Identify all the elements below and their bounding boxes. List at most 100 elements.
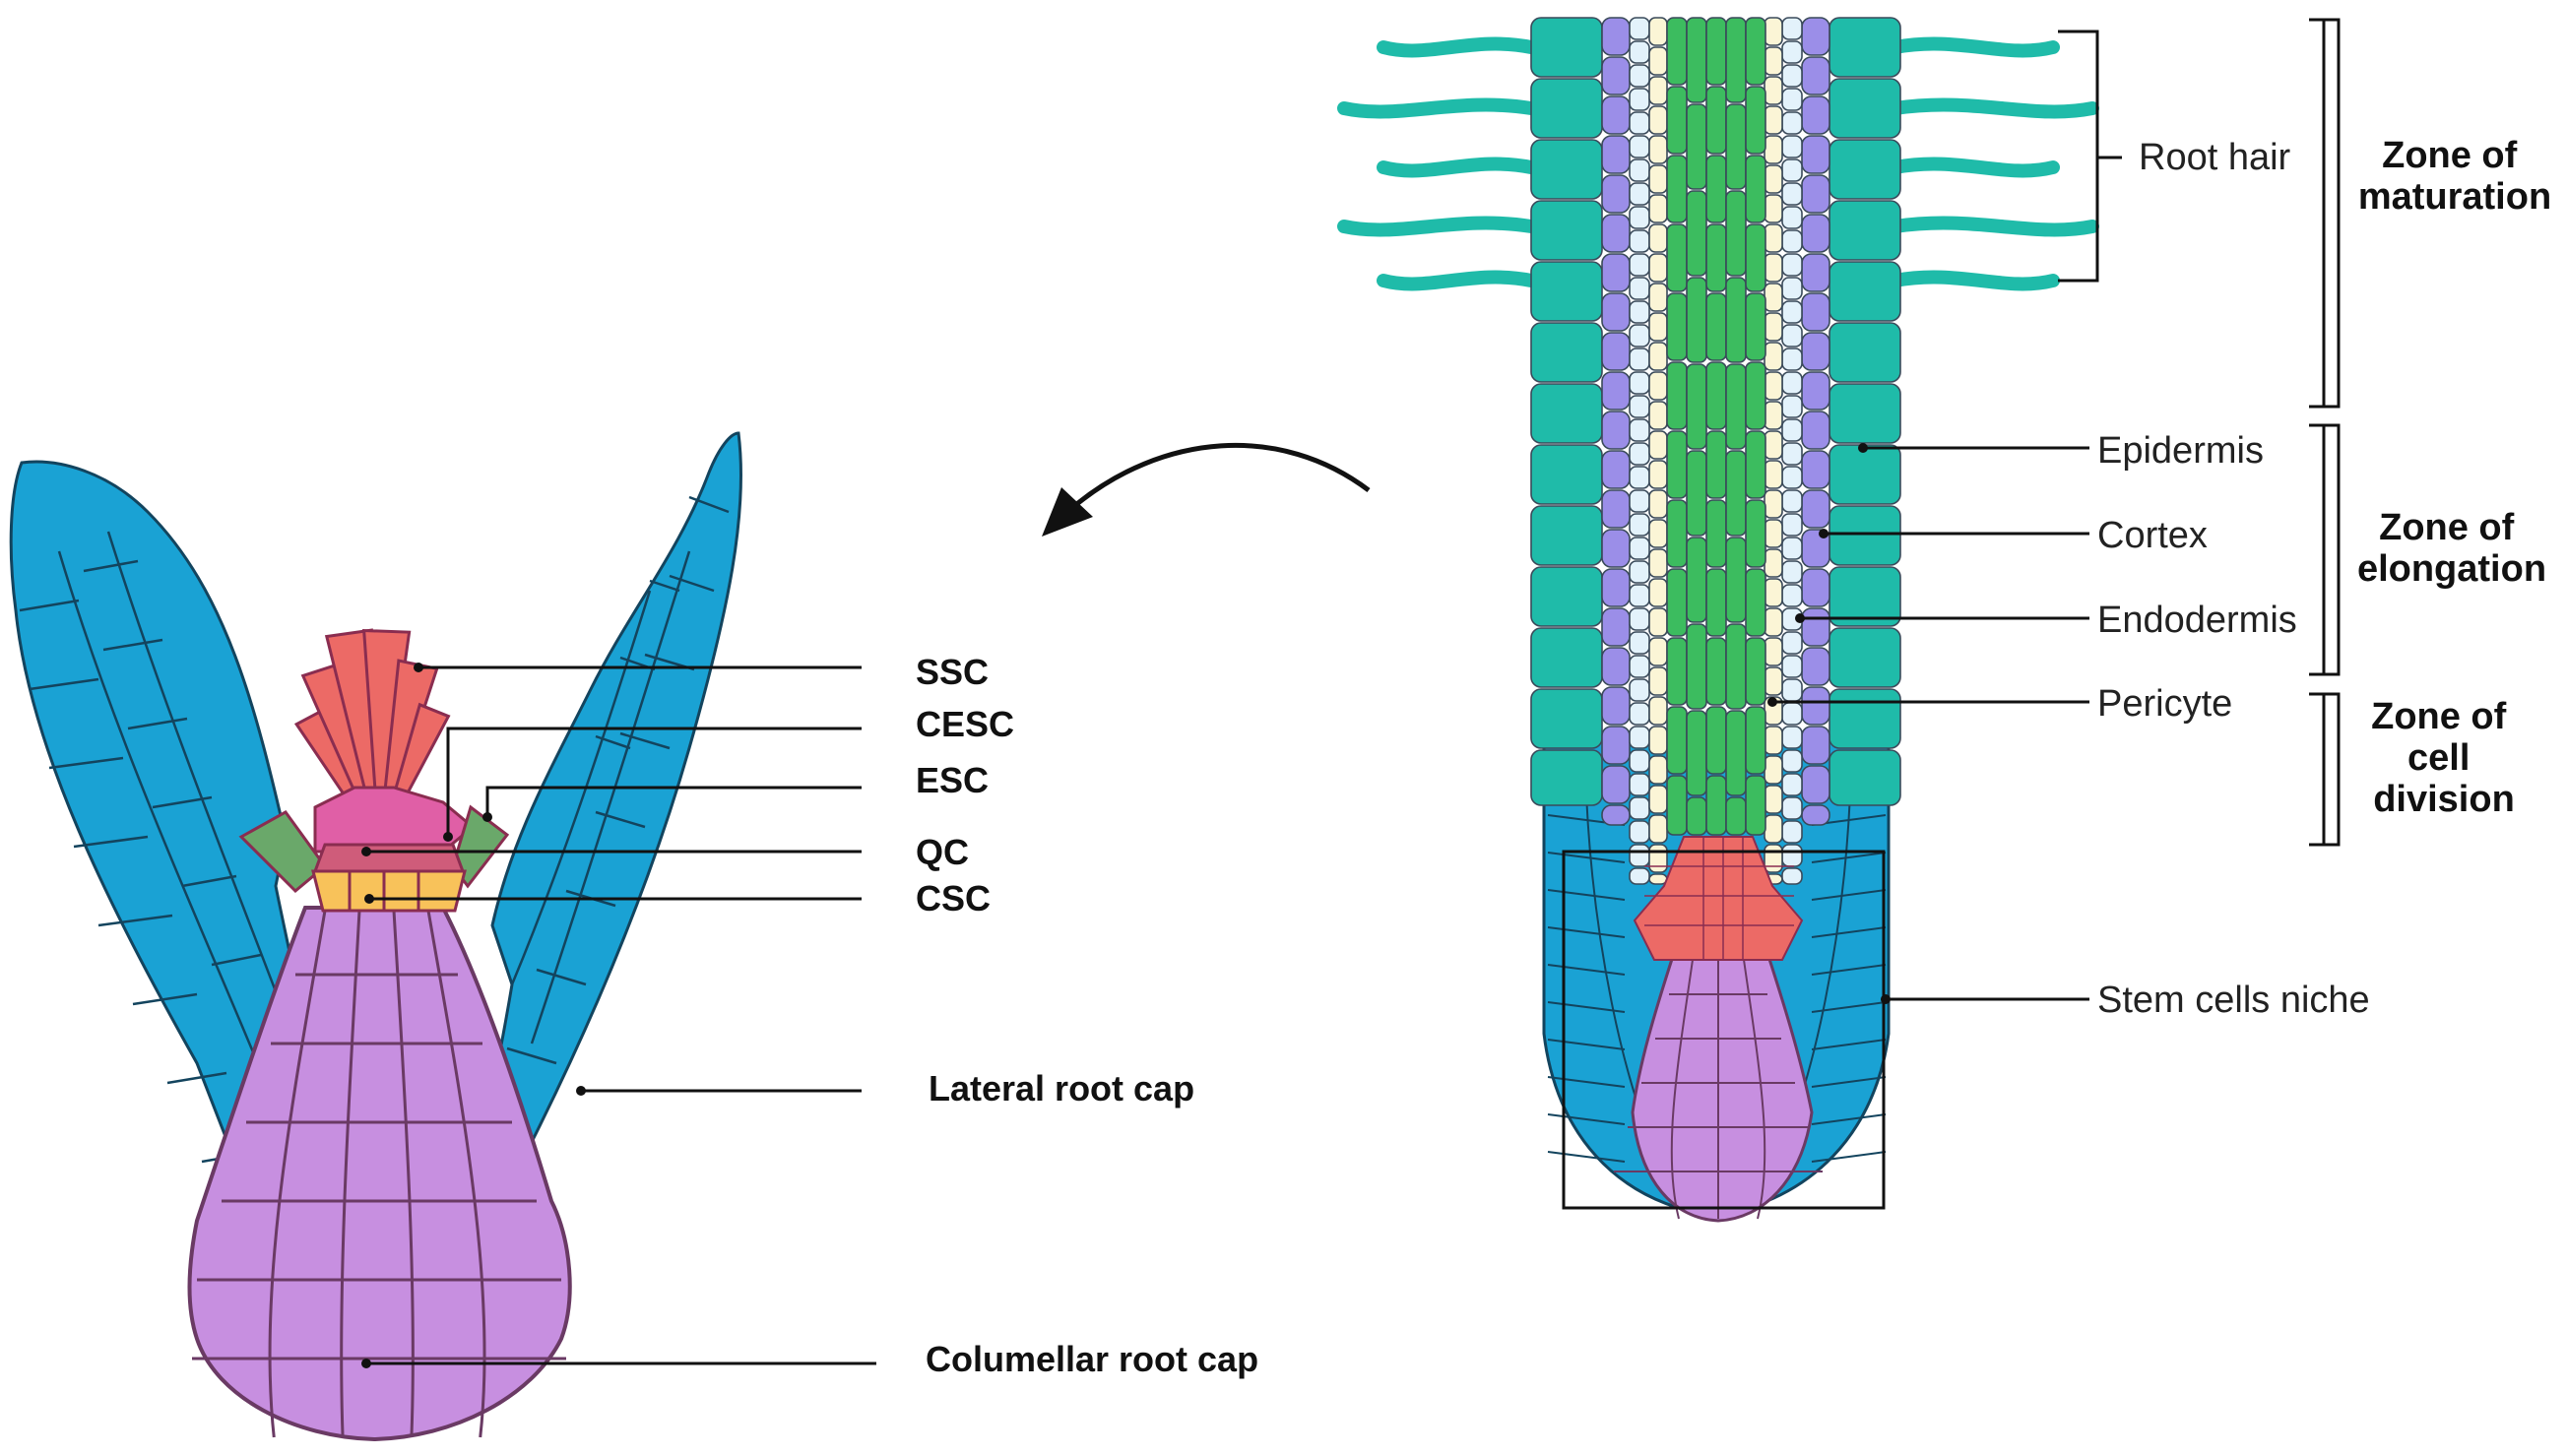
label-stem-cells-niche: Stem cells niche	[2097, 980, 2370, 1021]
endodermis-cell	[1629, 607, 1650, 631]
cortex-cell	[1601, 804, 1631, 826]
stele-cell	[1686, 363, 1707, 450]
endodermis-cell	[1781, 513, 1803, 537]
lrc-wall	[166, 1071, 227, 1085]
endodermis-cell	[1781, 17, 1803, 40]
lrc-wall	[536, 968, 587, 986]
columellar-root-cap	[187, 906, 572, 1442]
pericycle-cell	[1648, 726, 1668, 755]
cortex-cell	[1601, 253, 1631, 292]
root-hair	[1889, 97, 2099, 119]
endodermis-cell	[1629, 702, 1650, 726]
endodermis-cell	[1781, 64, 1803, 88]
stele-cell	[1686, 450, 1707, 537]
endodermis-cell	[1629, 773, 1650, 796]
r-lrc-wall	[1811, 1039, 1887, 1050]
stele-cell	[1745, 568, 1766, 637]
lrc-wall	[132, 992, 198, 1006]
cortex-cell	[1801, 56, 1830, 95]
endodermis-cell	[1781, 466, 1803, 489]
endodermis-cell	[1781, 135, 1803, 158]
stele-cell	[1705, 292, 1727, 361]
pericycle-cell	[1764, 814, 1783, 844]
epidermis-cell	[1829, 627, 1901, 688]
endodermis-cell	[1781, 796, 1803, 820]
stele-cell	[1725, 623, 1747, 710]
root-columella-cell-walls	[1614, 952, 1823, 1220]
cortex-cell	[1601, 450, 1631, 489]
cortex-cell	[1801, 489, 1830, 529]
endodermis-cell	[1781, 726, 1803, 749]
epidermis-cell	[1829, 322, 1901, 383]
zone-labels: Zone of maturation Zone of elongation Zo…	[2357, 135, 2551, 820]
label-csc: CSC	[916, 878, 991, 918]
pericycle-cell	[1764, 489, 1783, 519]
stele-cell	[1725, 710, 1747, 796]
stele-cell	[1705, 430, 1727, 499]
columella-wall	[426, 910, 486, 1438]
pericycle-cell	[1764, 17, 1783, 46]
endodermis-cell	[1629, 395, 1650, 418]
pericycle-cell	[1764, 312, 1783, 342]
epidermis-cell	[1829, 444, 1901, 505]
epidermis-cell	[1530, 200, 1603, 261]
root-hair	[1337, 216, 1538, 237]
r-lrc-wall	[1547, 1001, 1626, 1013]
lrc-wall	[127, 717, 188, 730]
stele-cell	[1725, 103, 1747, 190]
epidermis-cell	[1829, 383, 1901, 444]
endodermis-cell	[1781, 820, 1803, 844]
endodermis-cell	[1781, 584, 1803, 607]
epidermis-cell	[1530, 17, 1603, 78]
endodermis-cell	[1629, 513, 1650, 537]
lrc-wall	[510, 590, 652, 985]
lrc-wall	[688, 495, 730, 514]
endodermis-cell	[1629, 182, 1650, 206]
cortex-cell	[1801, 292, 1830, 332]
lrc-wall	[152, 795, 213, 809]
endodermis-cell	[1781, 182, 1803, 206]
right-labels: Root hair Epidermis Cortex Endodermis Pe…	[2097, 137, 2370, 1021]
pericycle-cell	[1764, 519, 1783, 548]
endodermis-cell	[1781, 371, 1803, 395]
endodermis-cell	[1781, 537, 1803, 560]
cortex-cell	[1801, 607, 1830, 647]
r-lrc-wall	[1547, 1039, 1626, 1050]
csc-cell-walls	[348, 871, 420, 911]
columella-wall	[340, 910, 361, 1438]
r-lrc-wall	[1811, 889, 1887, 901]
cortex-cell	[1801, 411, 1830, 450]
epidermis-cell	[1530, 78, 1603, 139]
stele-cell	[1666, 637, 1688, 706]
epidermis-cell	[1530, 139, 1603, 200]
epidermis-cell	[1829, 139, 1901, 200]
stele-cell	[1725, 363, 1747, 450]
root-hair	[1337, 97, 1538, 119]
endodermis-cell	[1781, 229, 1803, 253]
pericycle-cell	[1648, 371, 1668, 401]
r-lrc-wall	[1547, 1076, 1626, 1088]
stele-cell	[1686, 710, 1707, 796]
endodermis-cell	[1629, 489, 1650, 513]
pericycle-cell	[1764, 342, 1783, 371]
endodermis-cell	[1629, 820, 1650, 844]
pericycle-cell	[1764, 194, 1783, 223]
stele-cell	[1725, 450, 1747, 537]
stele-cell	[1666, 223, 1688, 292]
endodermis-cell	[1781, 88, 1803, 111]
pericycle-cell	[1648, 548, 1668, 578]
cortex-cell	[1801, 568, 1830, 607]
cortex-cell	[1801, 17, 1830, 56]
endodermis-cell	[1781, 253, 1803, 277]
cortex-cell	[1601, 686, 1631, 726]
lrc-wall	[530, 550, 691, 1045]
stele-cell	[1686, 17, 1707, 103]
endodermis-cell	[1629, 111, 1650, 135]
cortex-cell	[1601, 95, 1631, 135]
cortex-cell	[1601, 292, 1631, 332]
stem-cell-niche-box	[1562, 850, 1886, 1210]
epidermis-cell	[1829, 78, 1901, 139]
endodermis-cell	[1629, 844, 1650, 867]
stele-cell	[1745, 223, 1766, 292]
lrc-wall	[83, 559, 139, 573]
